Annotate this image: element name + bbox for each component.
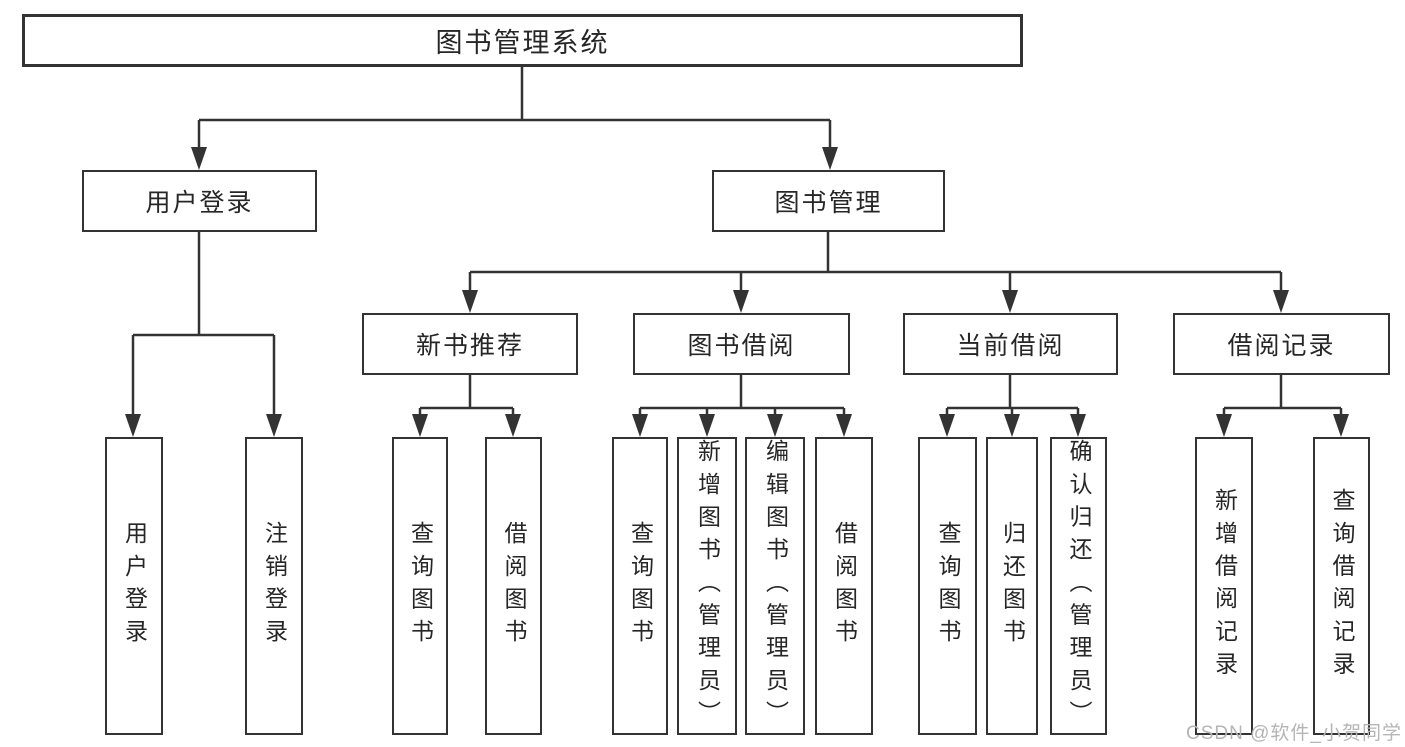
leaf-query-books-borrow: 查询图书 [612, 437, 668, 735]
node-new-book-recommend: 新书推荐 [362, 313, 578, 375]
watermark-text: CSDN @软件_小贺同学 [1186, 723, 1402, 744]
leaf-query-books-current: 查询图书 [918, 437, 977, 735]
node-current-borrow: 当前借阅 [903, 313, 1118, 375]
leaf-add-borrow-record: 新增借阅记录 [1195, 437, 1253, 735]
node-book-management-branch: 图书管理 [712, 170, 945, 232]
leaf-add-books-admin: 新增图书（管理员） [677, 437, 737, 735]
node-borrow-records: 借阅记录 [1173, 313, 1390, 375]
leaf-logout: 注销登录 [245, 437, 303, 735]
leaf-edit-books-admin: 编辑图书（管理员） [745, 437, 805, 735]
leaf-borrow-books-recommend: 借阅图书 [485, 437, 542, 735]
leaf-query-borrow-record: 查询借阅记录 [1313, 437, 1370, 735]
node-book-borrow: 图书借阅 [633, 313, 850, 375]
leaf-query-books-recommend: 查询图书 [392, 437, 448, 735]
leaf-confirm-return-admin: 确认归还（管理员） [1050, 437, 1107, 735]
leaf-user-login: 用户登录 [105, 437, 163, 735]
node-library-management-system: 图书管理系统 [22, 14, 1023, 67]
leaf-return-books: 归还图书 [986, 437, 1038, 735]
node-user-login-branch: 用户登录 [82, 170, 317, 232]
leaf-borrow-books: 借阅图书 [815, 437, 873, 735]
